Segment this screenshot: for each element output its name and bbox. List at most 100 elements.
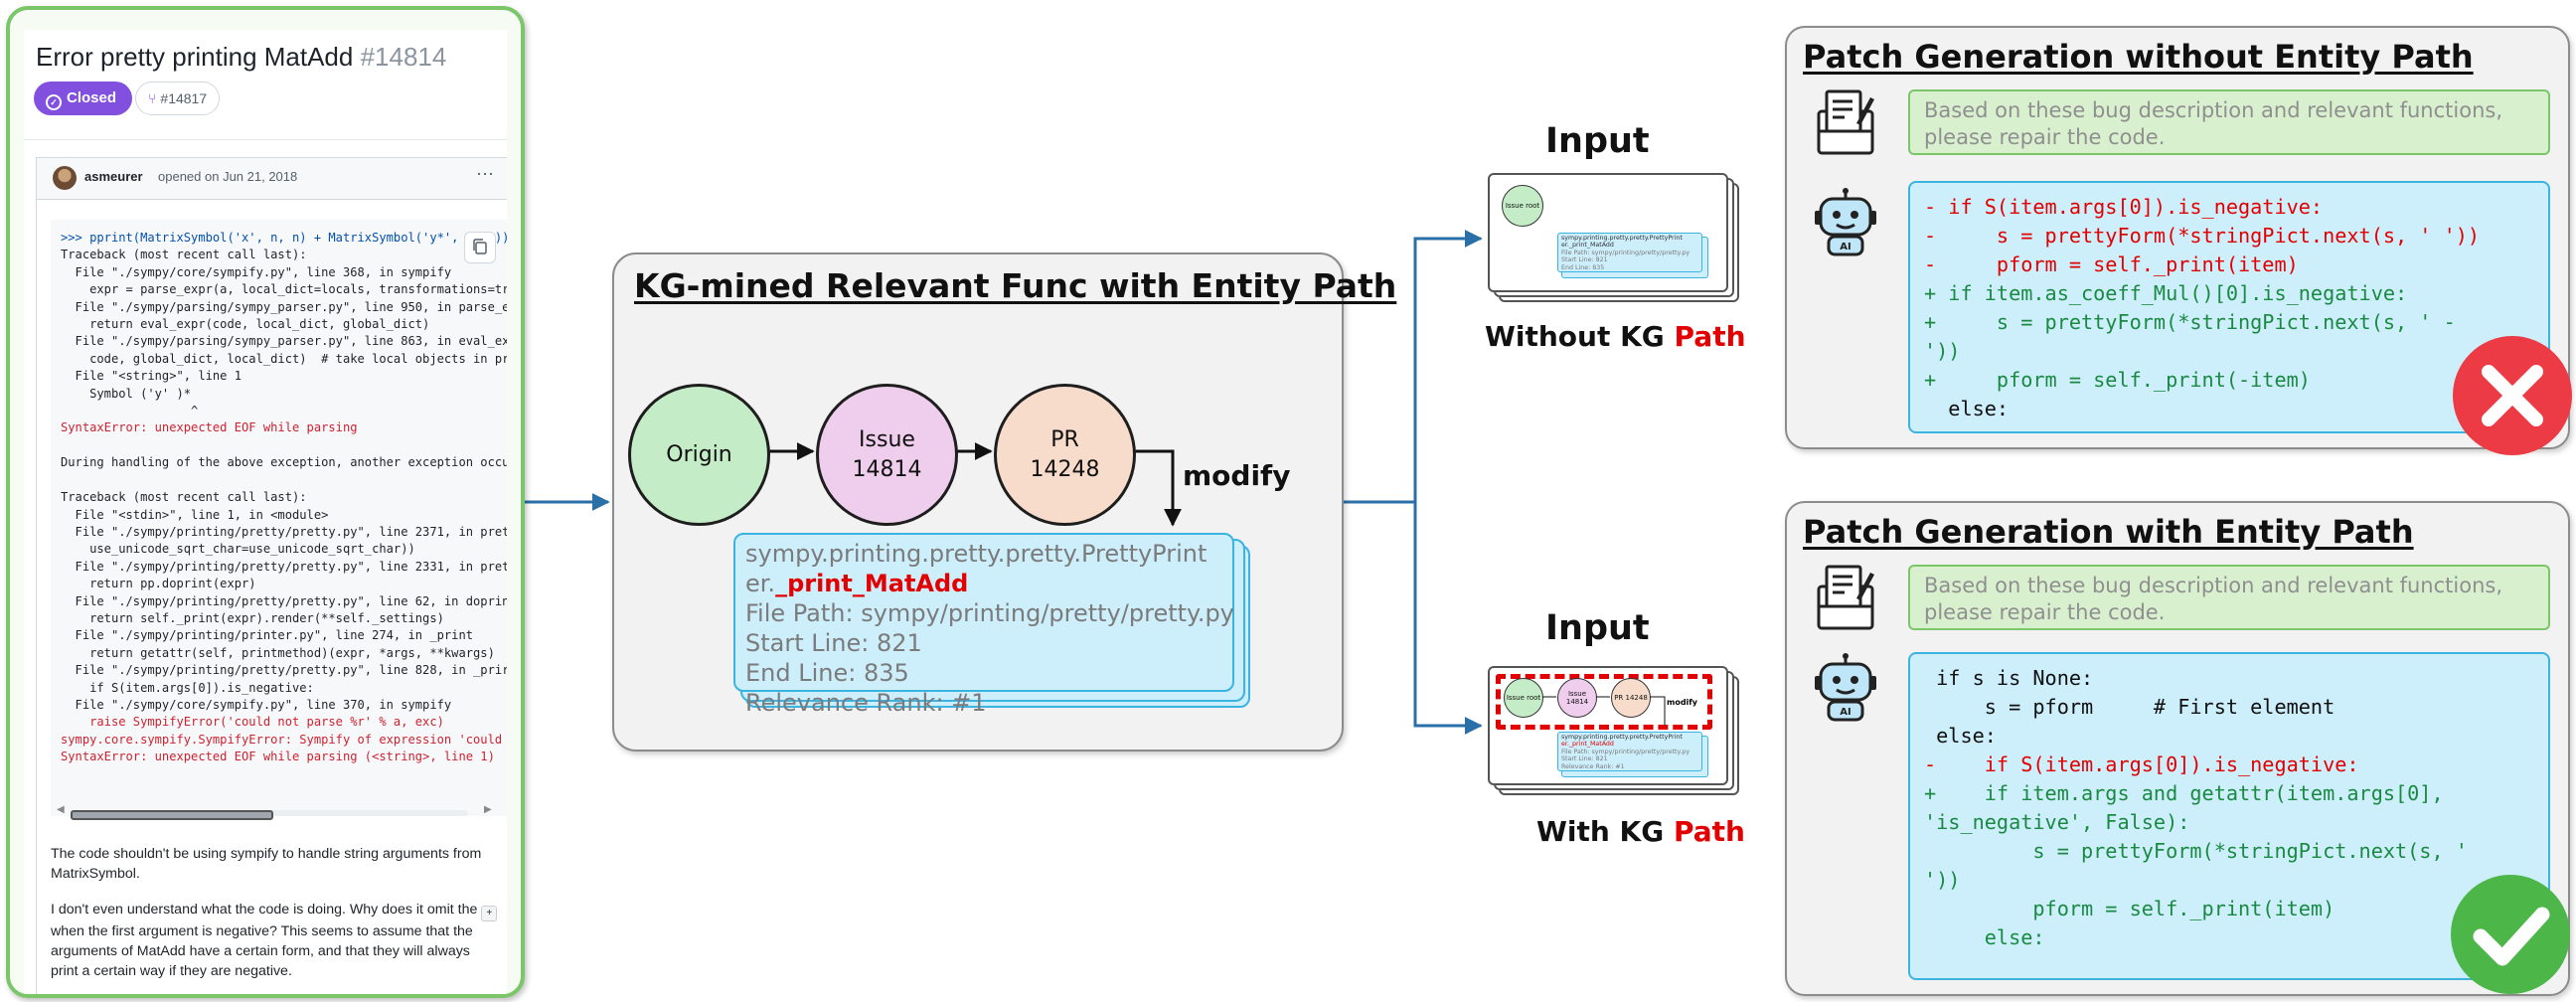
input-label-top: Input [1545,121,1650,161]
thumb2-issue-node: Issue 14814 [1557,678,1597,718]
robot-icon: AI [1815,188,1876,256]
code-line: File "./sympy/parsing/sympy_parser.py", … [75,299,507,314]
comment-author[interactable]: asmeurer [84,169,143,184]
document-prompt-icon [1817,89,1874,155]
code-line: return self._print(expr).render(**self._… [89,610,444,625]
status-badge: ✓ Closed [34,82,133,115]
linked-pr-number: #14817 [160,90,208,106]
diff-line-add: ')) [1924,339,1961,363]
kg-relevant-func-panel: KG-mined Relevant Func with Entity Path … [612,252,1396,752]
pull-request-icon: ⑂ [148,90,157,106]
caption-with-text: With KG [1536,815,1674,848]
caption-with-path-word: Path [1673,815,1745,848]
code-line: Traceback (most recent call last): [61,248,307,262]
diff-line-add: + s = prettyForm(*stringPict.next(s, ' - [1924,310,2456,334]
status-label: Closed [67,89,117,106]
document-prompt-icon [1817,565,1874,630]
check-mark [2473,907,2550,966]
diff-line-add: else: [1984,925,2045,949]
code-line: return pp.doprint(expr) [89,577,256,591]
input-thumbnail-without-path: Issue root sympy.printing.pretty.pretty.… [1488,173,1728,292]
closed-icon: ✓ [46,94,62,110]
arrow-kg-split [1342,230,1483,504]
edge-label-modify: modify [1183,459,1291,492]
code-line: File "./sympy/printing/pretty/pretty.py"… [75,663,507,678]
diff-line-add: 'is_negative', False): [1924,810,2190,834]
input-label-bottom: Input [1545,608,1650,648]
func-start-line: Start Line: 821 [745,629,922,657]
copy-button[interactable] [464,232,496,263]
code-line: File "./sympy/printing/pretty/pretty.py"… [75,524,507,539]
patch-with-diff: if s is None: s = pform # First element … [1924,664,2534,952]
issue-title: Error pretty printing MatAdd #14814 [36,42,446,73]
svg-text:AI: AI [1840,707,1851,718]
comment-header: asmeurer opened on Jun 21, 2018 ⋯ [36,157,507,200]
func-name-method: _print_MatAdd [775,570,969,597]
code-line: File "<string>", line 1 [75,369,242,384]
thumb-origin-node: Issue root [1502,185,1543,227]
diff-line-add: + pform = self._print(-item) [1924,368,2311,392]
patch-with-entity-path-panel: Patch Generation with Entity Path Based … [1785,501,2570,996]
patch-with-prompt: Based on these bug description and relev… [1908,565,2550,630]
diff-line-add: + if item.as_coeff_Mul()[0].is_negative: [1924,281,2408,305]
plus-code-chip: + [481,906,498,921]
scroll-right-icon[interactable]: ▶ [484,804,492,815]
caption-without-path-word: Path [1674,320,1746,353]
func-end-line: End Line: 835 [745,659,909,687]
scroll-left-icon[interactable]: ◀ [57,804,65,815]
avatar[interactable] [53,166,77,190]
traceback-code-block: >>> pprint(MatrixSymbol('x', n, n) + Mat… [51,220,507,816]
issue-number: #14814 [360,42,447,72]
horizontal-scrollbar[interactable]: ◀ ▶ [57,804,494,820]
diff-line-ctx: else: [1948,397,2010,420]
thumb2-card-name-1: sympy.printing.pretty.pretty.PrettyPrint [1561,734,1683,741]
thumb-card-path: File Path: sympy/printing/pretty/pretty.… [1561,249,1690,256]
linked-pr-link[interactable]: ⑂#14817 [135,82,221,115]
diff-line-add: s = prettyForm(*stringPict.next(s, ' [2032,839,2468,863]
kg-panel-title: KG-mined Relevant Func with Entity Path [634,266,1397,305]
thumb-card-end: End Line: 835 [1561,263,1605,271]
code-line: ^ [191,404,199,418]
comment-paragraph-2-start: I don't even understand what the code is… [51,902,478,918]
func-relevance-rank: Relevance Rank: #1 [745,689,987,717]
func-name-line-1: sympy.printing.pretty.pretty.PrettyPrint [745,540,1208,568]
diff-line-del: - s = prettyForm(*stringPict.next(s, ' '… [1924,224,2481,248]
code-line: File "./sympy/core/sympify.py", line 370… [75,697,452,712]
code-line: File "<stdin>", line 1, in <module> [75,507,329,522]
code-line: Traceback (most recent call last): [61,490,307,505]
node-origin: Origin [628,384,770,526]
cross-mark [2482,365,2543,426]
thumb2-edges [1542,696,1666,726]
comment-body: >>> pprint(MatrixSymbol('x', n, n) + Mat… [36,199,507,994]
scrollbar-thumb[interactable] [71,810,273,820]
patch-without-entity-path-panel: Patch Generation without Entity Path Bas… [1785,26,2572,455]
edge-pr-func [1133,449,1182,527]
code-line: File "./sympy/printing/pretty/pretty.py"… [75,559,507,574]
patch-without-code: - if S(item.args[0]).is_negative: - s = … [1908,181,2550,433]
thumb2-func-card: sympy.printing.pretty.pretty.PrettyPrint… [1557,732,1702,771]
comment-paragraph-2: I don't even understand what the code is… [51,900,500,981]
node-origin-label: Origin [666,441,732,467]
caption-without-kg-path: Without KG Path [1485,320,1746,353]
code-line: use_unicode_sqrt_char=use_unicode_sqrt_c… [89,542,415,557]
copy-icon [473,239,487,254]
node-issue: Issue 14814 [816,384,958,526]
code-line: File "./sympy/printing/printer.py", line… [75,628,474,643]
robot-icon: AI [1815,653,1876,722]
thumb2-card-start: Start Line: 821 [1561,755,1608,763]
patch-without-prompt: Based on these bug description and relev… [1908,89,2550,155]
more-options-icon[interactable]: ⋯ [476,164,494,184]
node-pr-label: PR [1050,426,1079,452]
diff-line-ctx: if s is None: [1936,666,2094,690]
code-line: return eval_expr(code, local_dict, globa… [89,317,430,332]
thumb-card-name-1: sympy.printing.pretty.pretty.PrettyPrint [1561,235,1683,242]
thumb2-card-name-2: er._print_MatAdd [1561,741,1614,749]
check-icon [2451,875,2570,994]
thumb2-pr-node: PR 14248 [1611,678,1651,718]
diff-line-add: + if item.args and getattr(item.args[0], [1924,781,2444,805]
node-pr: PR 14248 [994,384,1136,526]
thumb2-card-path: File Path: sympy/printing/pretty/pretty.… [1561,748,1690,755]
entity-path-highlight [1496,674,1712,730]
node-issue-label: Issue [859,426,915,452]
